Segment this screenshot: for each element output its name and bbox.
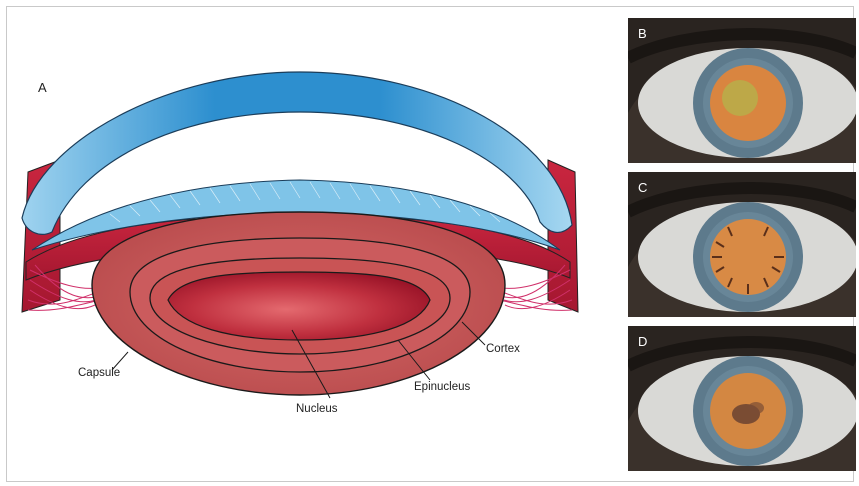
capsule-label: Capsule — [78, 367, 120, 379]
panel-label-d: D — [638, 334, 647, 349]
eye-photo-c-cortical-cataract: C — [628, 172, 856, 317]
cortex-label: Cortex — [486, 343, 520, 355]
panel-label-b: B — [638, 26, 647, 41]
epinucleus-label: Epinucleus — [414, 381, 471, 393]
nucleus-label: Nucleus — [296, 403, 338, 415]
panel-label-c: C — [638, 180, 647, 195]
eye-photo-d-subcapsular-cataract: D — [628, 326, 856, 471]
lens-cross-section-diagram: A Capsule Nucleus Epinucleus Cortex — [0, 0, 620, 486]
eye-photo-b-nuclear-cataract: B — [628, 18, 856, 163]
panel-label-a: A — [38, 80, 47, 95]
